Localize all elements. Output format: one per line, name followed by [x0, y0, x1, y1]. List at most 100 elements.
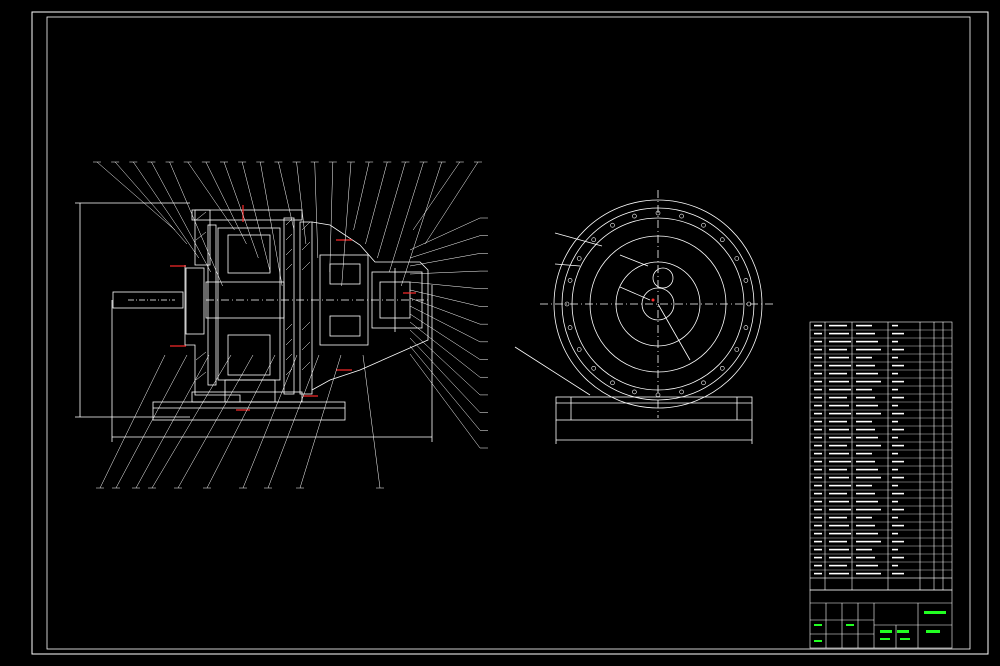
leader-line	[409, 313, 481, 360]
parts-row-index	[814, 564, 822, 567]
parts-row-name	[856, 332, 875, 335]
leader-line	[329, 161, 334, 273]
parts-row-index	[814, 556, 822, 559]
parts-row-code	[829, 372, 847, 375]
title-block-green-marks	[814, 611, 946, 642]
parts-row-code	[829, 484, 851, 487]
bolt-hole	[632, 213, 637, 219]
parts-row-code	[829, 332, 849, 335]
leader-line	[187, 161, 235, 231]
leader-line	[205, 161, 247, 245]
parts-row-material	[892, 428, 904, 431]
parts-row-code	[829, 388, 851, 391]
leader-line	[409, 235, 481, 259]
inner-frame	[46, 16, 971, 650]
parts-row-name	[856, 356, 872, 359]
parts-row-name	[856, 340, 878, 343]
parts-row-code	[829, 420, 847, 423]
parts-row-name	[856, 452, 872, 455]
leader-line	[424, 161, 479, 245]
top-part-leaders	[93, 161, 482, 287]
parts-row-material	[892, 348, 904, 351]
parts-row-name	[856, 476, 881, 479]
parts-row-index	[814, 476, 822, 479]
parts-row-code	[829, 572, 849, 575]
leader-line	[99, 354, 166, 489]
parts-row-code	[829, 452, 849, 455]
bolt-hole	[679, 213, 684, 219]
parts-row-material	[892, 516, 898, 519]
bolt-hole	[591, 365, 597, 371]
parts-row-name	[856, 532, 878, 535]
parts-row-material	[892, 556, 904, 559]
parts-row-index	[814, 460, 822, 463]
parts-row-material	[892, 332, 904, 335]
parts-row-name	[856, 372, 878, 375]
parts-row-code	[829, 540, 847, 543]
leader-line	[267, 354, 320, 489]
parts-row-code	[829, 556, 851, 559]
parts-list-text	[814, 324, 904, 575]
bolt-hole	[576, 256, 582, 261]
parts-row-code	[829, 356, 849, 359]
parts-row-material	[892, 404, 898, 407]
parts-row-material	[892, 388, 898, 391]
leader-line	[135, 354, 210, 489]
parts-row-index	[814, 420, 822, 423]
parts-row-name	[856, 484, 872, 487]
leader-line	[409, 217, 481, 251]
parts-row-index	[814, 444, 822, 447]
parts-row-index	[814, 404, 822, 407]
parts-row-code	[829, 532, 851, 535]
bolt-hole	[743, 325, 749, 330]
parts-row-name	[856, 564, 878, 567]
parts-row-name	[856, 364, 875, 367]
parts-row-index	[814, 484, 822, 487]
end-view	[514, 190, 776, 444]
leader-line	[133, 161, 200, 259]
parts-row-index	[814, 468, 822, 471]
parts-row-name	[856, 540, 881, 543]
leader-line	[389, 161, 424, 273]
leader-line	[206, 354, 276, 489]
parts-row-index	[814, 324, 822, 327]
bolt-hole	[655, 210, 661, 216]
parts-row-code	[829, 468, 847, 471]
leader-line	[409, 321, 481, 378]
leader-line	[412, 161, 461, 231]
parts-row-index	[814, 396, 822, 399]
parts-row-material	[892, 340, 898, 343]
parts-row-name	[856, 324, 872, 327]
parts-row-index	[814, 500, 822, 503]
leader-line	[241, 161, 271, 273]
leader-line	[409, 270, 481, 275]
parts-row-name	[856, 460, 875, 463]
parts-row-code	[829, 524, 849, 527]
parts-row-code	[829, 436, 851, 439]
leader-line	[151, 354, 232, 489]
parts-row-index	[814, 340, 822, 343]
bolt-hole	[701, 380, 706, 386]
parts-row-name	[856, 556, 875, 559]
parts-row-material	[892, 460, 904, 463]
leader-line	[400, 161, 442, 287]
right-part-leaders	[409, 217, 488, 449]
leader-line	[223, 161, 259, 259]
bolt-hole	[576, 347, 582, 352]
leader-line	[151, 161, 211, 273]
bolt-circle	[564, 210, 752, 398]
parts-row-name	[856, 524, 875, 527]
leader-line	[409, 305, 481, 343]
parts-row-material	[892, 508, 904, 511]
bolt-hole	[564, 301, 570, 307]
leader-line	[409, 345, 481, 431]
bolt-hole	[719, 365, 725, 371]
parts-row-index	[814, 436, 822, 439]
parts-row-index	[814, 364, 822, 367]
parts-row-index	[814, 492, 822, 495]
leader-line	[409, 329, 481, 396]
parts-row-code	[829, 492, 847, 495]
outer-frame	[31, 11, 989, 655]
leader-line	[365, 161, 388, 245]
leader-line	[409, 289, 481, 307]
